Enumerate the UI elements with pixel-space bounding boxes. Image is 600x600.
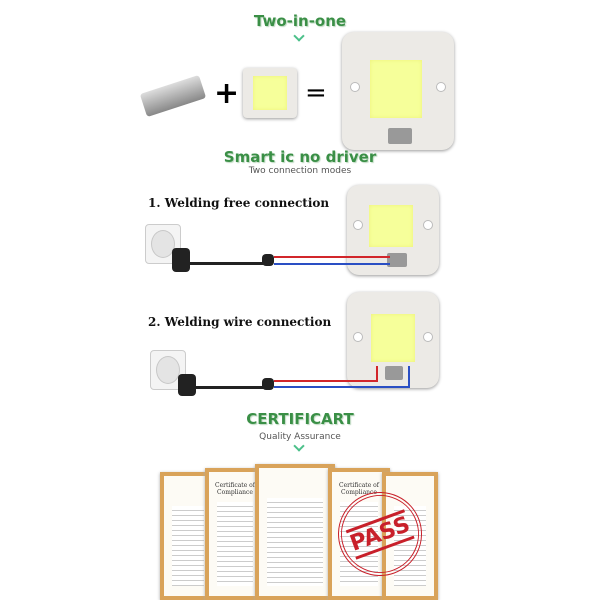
blue-wire [274, 263, 390, 265]
step-2-label: 2. Welding wire connection [148, 315, 332, 329]
led-chip-small-image [243, 68, 297, 118]
wall-socket-icon [150, 350, 186, 390]
equals-sign: = [305, 78, 327, 108]
plug-icon [178, 374, 196, 396]
power-cable [194, 386, 264, 389]
smart-ic-title: Smart ic no driver [223, 148, 377, 166]
pass-stamp-text: PASS [345, 508, 415, 560]
connection-modes-subtitle: Two connection modes [248, 166, 352, 176]
plug-icon [172, 248, 190, 272]
chevron-down-icon [293, 30, 305, 42]
certificart-title: CERTIFICART [246, 410, 354, 428]
blue-wire [274, 386, 410, 388]
power-cable [188, 262, 266, 265]
cable-connector [262, 378, 274, 390]
step-1-label: 1. Welding free connection [148, 196, 330, 210]
wall-socket-icon [145, 224, 181, 264]
red-wire [274, 256, 390, 258]
led-driver-image [139, 75, 207, 117]
cob-step2-image [347, 292, 439, 388]
chevron-down-icon [293, 440, 305, 452]
integrated-cob-image [342, 32, 454, 150]
cable-connector [262, 254, 274, 266]
plus-sign: + [214, 76, 240, 111]
two-in-one-title: Two-in-one [253, 12, 347, 30]
quality-assurance-subtitle: Quality Assurance [259, 432, 341, 442]
red-wire [274, 380, 376, 382]
certificate-3 [255, 464, 335, 600]
red-wire-lead [376, 366, 378, 382]
blue-wire-lead [408, 366, 410, 388]
certificate-5 [382, 472, 438, 600]
cob-step1-image [347, 185, 439, 275]
